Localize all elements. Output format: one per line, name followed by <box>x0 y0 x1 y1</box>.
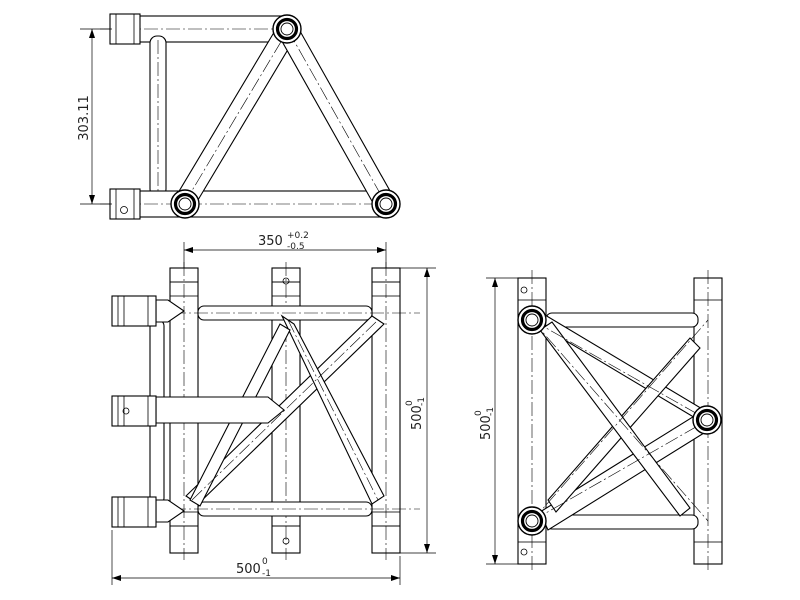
dim-front-height-tol-lower: -1 <box>417 397 427 406</box>
front-stub-middle <box>111 395 285 427</box>
dim-top-height: 303.11 <box>77 28 112 205</box>
front-view: 350 +0.2 -0.5 500 0 -1 500 0 -1 <box>111 231 436 585</box>
dim-front-length-value: 500 <box>236 562 261 577</box>
side-chord-ring-lower <box>517 506 547 536</box>
dim-front-length: 500 0 -1 <box>111 530 401 585</box>
dim-front-length-tol-lower: -1 <box>262 569 271 579</box>
dim-width: 350 +0.2 -0.5 <box>183 231 387 268</box>
top-chord-ring-left <box>170 189 200 219</box>
top-chord-ring-apex <box>272 14 302 44</box>
top-chord-ring-right <box>371 189 401 219</box>
dim-width-tol-lower: -0.5 <box>287 242 305 252</box>
dim-width-value: 350 <box>258 234 283 249</box>
dim-side-height-value: 500 <box>479 415 494 440</box>
top-coupler-lower <box>109 188 141 220</box>
dim-front-length-tol-upper: 0 <box>262 557 268 567</box>
side-diagonal-d <box>539 321 691 517</box>
side-chord-ring-upper <box>517 305 547 335</box>
front-stub-lower <box>111 496 185 528</box>
dim-side-height: 500 0 -1 <box>474 277 518 565</box>
side-upper-horizontal <box>545 312 699 328</box>
dim-front-height-value: 500 <box>410 405 425 430</box>
top-diagonal-left <box>174 23 297 211</box>
dim-side-height-tol-upper: 0 <box>474 410 484 416</box>
dim-front-height-tol-upper: 0 <box>405 400 415 406</box>
dim-width-tol-upper: +0.2 <box>287 231 309 241</box>
dim-front-height: 500 0 -1 <box>400 267 436 554</box>
dim-top-height-value: 303.11 <box>77 95 92 141</box>
side-chord-ring-right <box>692 405 722 435</box>
front-stub-upper <box>111 295 185 327</box>
dim-side-height-tol-lower: -1 <box>486 407 496 416</box>
side-view: 500 0 -1 <box>474 270 723 570</box>
top-coupler-upper <box>109 13 141 45</box>
top-diagonal-right <box>278 23 395 211</box>
top-view: 303.11 <box>77 13 401 220</box>
